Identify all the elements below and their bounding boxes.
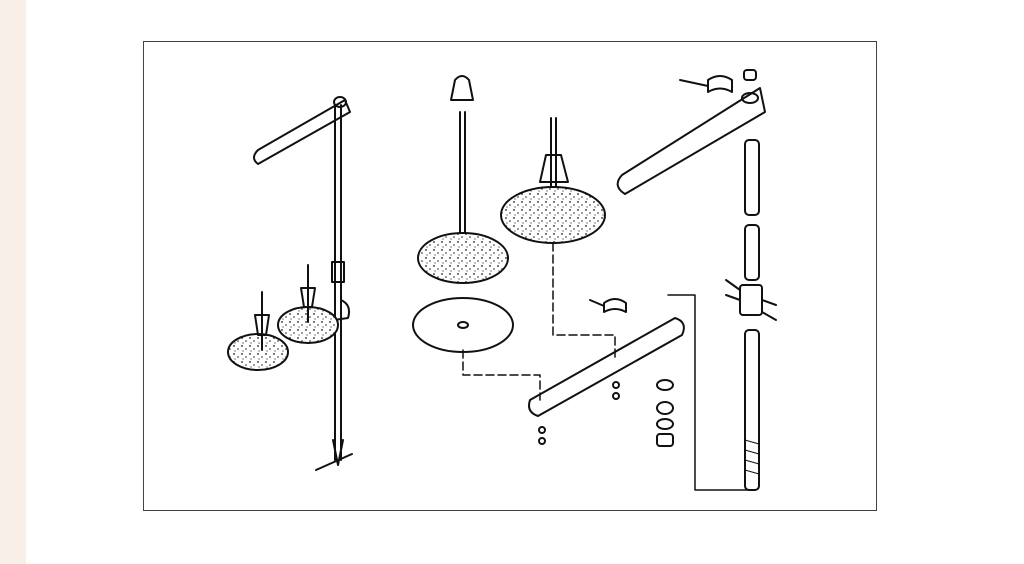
left-spindle-2 xyxy=(300,264,316,323)
upper-knob xyxy=(743,69,757,81)
washer-2 xyxy=(656,401,674,415)
joint-screw-1 xyxy=(725,279,741,291)
left-arm xyxy=(253,99,351,165)
lower-nut-4 xyxy=(538,437,546,445)
left-spool-disc-1 xyxy=(227,333,289,371)
upper-arm-cap xyxy=(741,92,759,104)
lower-arm-clamp xyxy=(603,298,627,313)
left-spindle-1 xyxy=(254,291,270,351)
middle-spindle xyxy=(459,111,466,233)
nut-hex xyxy=(656,433,674,447)
middle-plain-disc xyxy=(412,297,514,353)
rod-segment-2 xyxy=(744,224,760,281)
side-strip xyxy=(0,0,26,564)
lower-arm xyxy=(528,317,685,417)
lower-clamp-screw xyxy=(589,299,605,307)
upper-arm xyxy=(616,87,766,195)
joint-screw-2 xyxy=(725,294,741,301)
middle-disc-hub xyxy=(457,321,469,329)
middle-dash-line xyxy=(462,349,541,401)
middle-assembly xyxy=(412,75,616,401)
joint-screw-4 xyxy=(761,311,777,321)
joint-screw-3 xyxy=(761,299,777,306)
washer-3 xyxy=(656,418,674,430)
upper-clamp xyxy=(707,75,733,93)
figure-frame xyxy=(143,41,877,511)
upper-clamp-screw xyxy=(679,79,709,87)
middle-spool-disc xyxy=(417,232,509,284)
left-assembly xyxy=(227,96,353,471)
right-cone xyxy=(539,154,569,183)
middle-cone-cap xyxy=(450,75,474,101)
lower-arm-assembly xyxy=(528,294,751,491)
right-assembly xyxy=(616,69,777,491)
rod-joint-clamp xyxy=(739,284,763,316)
left-rod-tip xyxy=(332,439,344,466)
right-spool-disc xyxy=(500,186,606,244)
left-base-line xyxy=(315,453,353,471)
rod-segment-1 xyxy=(744,139,760,216)
left-rod-bracket xyxy=(319,299,351,323)
right-dash-line xyxy=(552,242,616,361)
lower-nut-3 xyxy=(538,426,546,434)
rod-segment-3 xyxy=(744,329,760,491)
connection-line xyxy=(667,294,751,491)
rod-thread xyxy=(744,439,760,475)
lower-nut-1 xyxy=(612,381,620,389)
lower-nut-2 xyxy=(612,392,620,400)
left-arm-cap xyxy=(333,96,347,108)
washer-1 xyxy=(656,379,674,391)
left-rod-collar xyxy=(331,261,345,283)
